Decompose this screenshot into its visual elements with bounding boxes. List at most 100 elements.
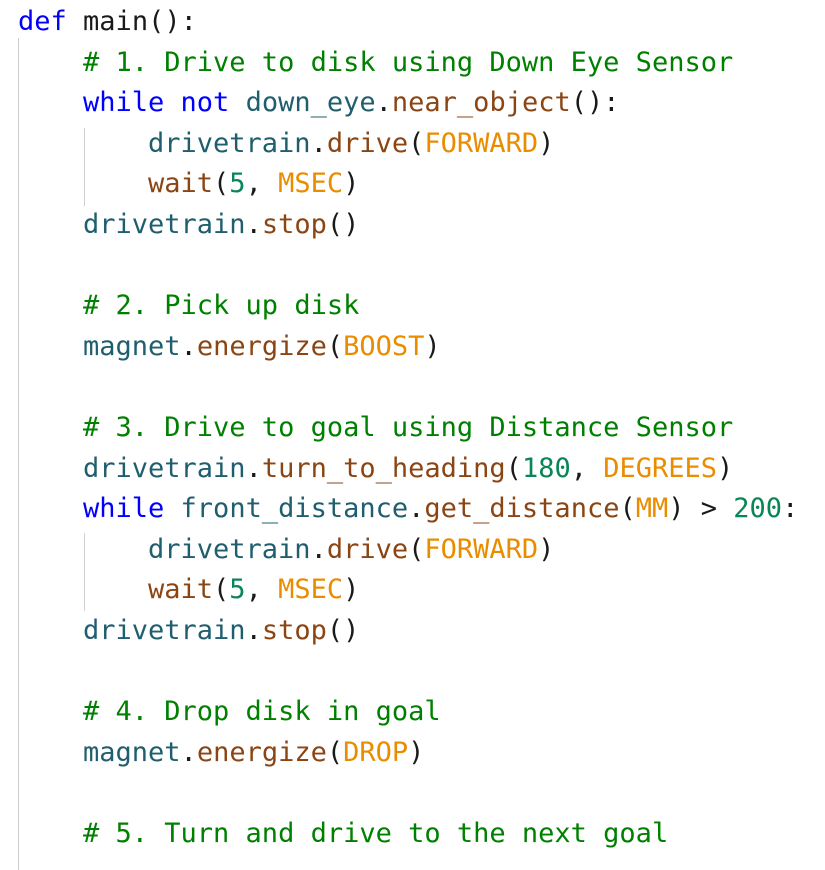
code-token: main xyxy=(83,6,149,37)
code-token: ) xyxy=(717,452,734,484)
code-token: energize xyxy=(196,736,327,768)
code-token: () xyxy=(326,615,360,646)
code-token: def xyxy=(18,6,67,37)
code-line: # 1. Drive to disk using Down Eye Sensor xyxy=(83,43,733,83)
code-line: # 2. Pick up disk xyxy=(83,286,359,326)
code-token: ( xyxy=(408,533,425,565)
code-token: . xyxy=(180,736,197,768)
code-token: 180 xyxy=(521,452,571,484)
code-token: FORWARD xyxy=(424,127,539,159)
code-token: . xyxy=(408,493,425,525)
code-token: 5 xyxy=(229,574,246,606)
code-token: magnet xyxy=(83,736,181,768)
code-token: ( xyxy=(505,452,522,484)
code-token: drivetrain xyxy=(148,533,311,565)
code-token: front_distance xyxy=(180,493,409,525)
code-line: magnet.energize(DROP) xyxy=(83,733,424,773)
code-token: # 1. Drive to disk using Down Eye Sensor xyxy=(83,46,734,78)
code-line: while not down_eye.near_object(): xyxy=(83,83,620,123)
code-token: turn_to_heading xyxy=(261,452,506,484)
code-line: while front_distance.get_distance(MM) > … xyxy=(83,489,798,529)
code-line: # 4. Drop disk in goal xyxy=(83,692,441,732)
code-token: near_object xyxy=(391,87,571,119)
code-token: get_distance xyxy=(424,493,620,525)
code-token: ) xyxy=(538,127,555,159)
code-token: FORWARD xyxy=(424,533,539,565)
code-line: magnet.energize(BOOST) xyxy=(83,327,441,367)
code-token: , xyxy=(570,452,604,484)
code-token: energize xyxy=(196,330,327,362)
code-token: (): xyxy=(148,6,197,37)
code-line: drivetrain.drive(FORWARD) xyxy=(148,124,554,164)
code-token: while xyxy=(83,493,165,525)
code-token: ) xyxy=(408,736,425,768)
code-token: DEGREES xyxy=(603,452,718,484)
code-token: # 3. Drive to goal using Distance Sensor xyxy=(83,412,734,443)
code-token: MM xyxy=(635,493,669,525)
code-token: ) xyxy=(424,330,441,362)
code-token: magnet xyxy=(83,330,181,362)
code-line: drivetrain.stop() xyxy=(83,205,359,245)
code-token: . xyxy=(245,452,262,484)
code-line: drivetrain.stop() xyxy=(83,611,359,651)
code-line: drivetrain.drive(FORWARD) xyxy=(148,530,554,570)
code-token: , xyxy=(245,168,279,200)
code-line: def main(): xyxy=(18,2,197,42)
code-token: () xyxy=(326,209,360,240)
code-token: ( xyxy=(213,574,230,606)
code-token: ( xyxy=(326,330,344,362)
indent-guide xyxy=(18,38,19,870)
indent-guide xyxy=(84,533,85,611)
code-line: # 3. Drive to goal using Distance Sensor xyxy=(83,408,733,448)
code-token: wait xyxy=(148,574,214,606)
code-token: drive xyxy=(326,127,409,159)
code-token: 5 xyxy=(229,168,246,200)
code-token: drive xyxy=(326,533,409,565)
code-token: (): xyxy=(570,87,620,119)
code-token: drivetrain xyxy=(83,452,246,484)
code-token: ) xyxy=(343,168,360,200)
code-token: wait xyxy=(148,168,214,200)
code-token: # 2. Pick up disk xyxy=(83,290,360,322)
code-token: BOOST xyxy=(343,330,425,362)
code-token: . xyxy=(245,209,262,240)
code-token: . xyxy=(245,615,262,646)
code-token: ) xyxy=(343,574,360,606)
code-token: . xyxy=(310,533,327,565)
code-token: down_eye xyxy=(245,87,376,119)
code-token: while xyxy=(83,87,165,119)
code-token: # 5. Turn and drive to the next goal xyxy=(83,818,669,849)
code-token: MSEC xyxy=(278,168,344,200)
code-token xyxy=(67,6,83,37)
code-token: . xyxy=(375,87,392,119)
code-token xyxy=(164,493,180,524)
code-token: ) xyxy=(538,533,555,565)
code-token: drivetrain xyxy=(83,615,246,646)
code-token xyxy=(229,87,245,118)
code-line: # 5. Turn and drive to the next goal xyxy=(83,814,668,854)
code-token: not xyxy=(180,87,230,119)
code-token: stop xyxy=(261,209,327,240)
code-token xyxy=(164,87,180,118)
code-line: wait(5, MSEC) xyxy=(148,570,359,610)
code-token: # 4. Drop disk in goal xyxy=(83,696,441,728)
code-token: : xyxy=(782,493,799,525)
code-token: MSEC xyxy=(278,574,344,606)
code-line: wait(5, MSEC) xyxy=(148,164,359,204)
code-token: ( xyxy=(408,127,425,159)
code-token: 200 xyxy=(733,493,783,525)
code-token: drivetrain xyxy=(148,127,311,159)
code-token: . xyxy=(310,127,327,159)
code-token: stop xyxy=(261,615,327,646)
code-token: . xyxy=(180,330,197,362)
code-token: ( xyxy=(213,168,230,200)
code-token: ) > xyxy=(668,493,734,525)
indent-guide xyxy=(84,128,85,206)
code-token: ( xyxy=(326,736,344,768)
code-token: DROP xyxy=(343,736,409,768)
code-line: drivetrain.turn_to_heading(180, DEGREES) xyxy=(83,449,733,489)
code-token: ( xyxy=(619,493,636,525)
code-token: drivetrain xyxy=(83,209,246,240)
code-token: , xyxy=(245,574,279,606)
